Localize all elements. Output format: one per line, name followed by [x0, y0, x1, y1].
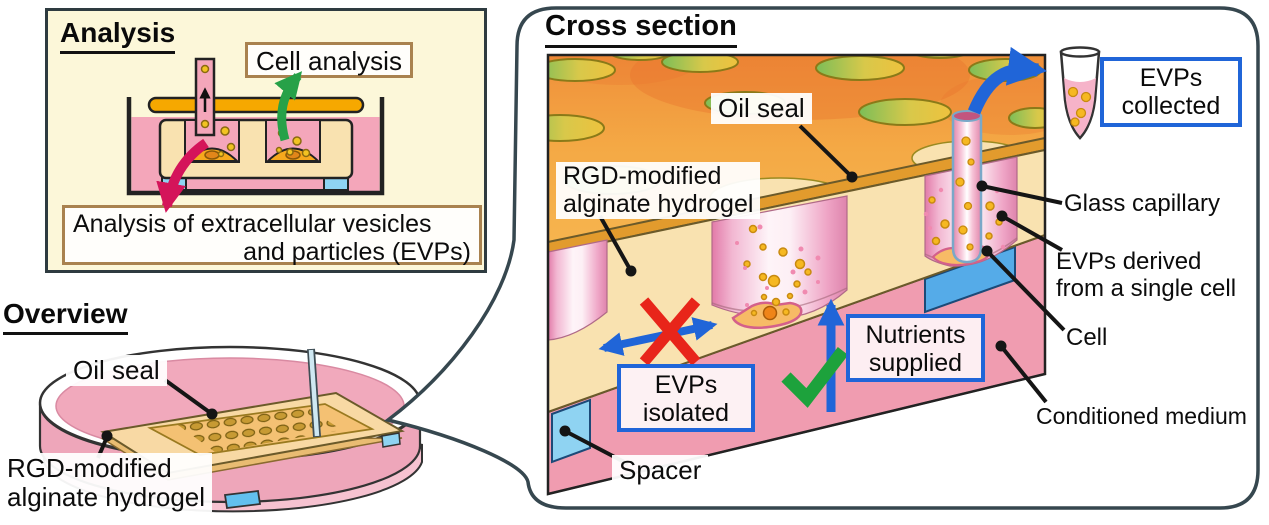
cs-oil-seal-label: Oil seal — [711, 93, 812, 124]
glass-capillary-label: Glass capillary — [1064, 190, 1221, 217]
overview-oil-seal-label: Oil seal — [66, 355, 167, 386]
check-mark-icon — [781, 347, 849, 408]
glass-capillary-mini — [308, 349, 320, 437]
overview-title: Overview — [3, 298, 128, 335]
evp-dots-capillary-cs — [955, 136, 975, 251]
cell-label: Cell — [1066, 324, 1108, 351]
pointer-dot — [206, 408, 218, 420]
evp-dots-gold — [743, 196, 1003, 317]
cs-pointer-dots — [559, 171, 1008, 437]
microwell-grid — [178, 406, 342, 452]
evp-collect-arrow-icon — [967, 46, 1048, 115]
collection-tube — [1059, 46, 1101, 140]
pointer-dot — [101, 430, 113, 442]
nutrients-supplied-box: Nutrients supplied — [846, 314, 985, 382]
well-1 — [547, 239, 608, 341]
glass-capillary-tube — [951, 114, 983, 264]
evp-analysis-box: Analysis of extracellular vesicles and p… — [62, 205, 482, 266]
analysis-title: Analysis — [60, 17, 176, 54]
analysis-panel: Analysis Cell analysis Analysis of extra… — [45, 8, 487, 273]
evp-analysis-arrow-icon — [156, 138, 209, 213]
oil-seal-bar — [147, 96, 365, 114]
spacer-left-cs — [551, 398, 591, 464]
analysis-device-illustration — [126, 57, 385, 213]
conditioned-medium-label: Conditioned medium — [1036, 403, 1247, 429]
spacer-right — [381, 432, 401, 448]
capillary-opening — [952, 110, 982, 122]
overview-hydrogel-label: RGD-modified alginate hydrogel — [0, 453, 213, 513]
cross-mark-icon — [639, 297, 701, 366]
nucleus-a — [204, 150, 220, 160]
evps-derived-label: EVPs derived from a single cell — [1056, 248, 1237, 302]
illustration-border — [546, 53, 1047, 496]
evp-blocked-arrow-icon — [598, 317, 718, 356]
evp-dots-capillary — [200, 64, 210, 129]
cross-section-title: Cross section — [545, 10, 737, 48]
cs-pointer-lines — [564, 124, 1066, 466]
spacer-front — [223, 490, 262, 509]
cell-analysis-box: Cell analysis — [245, 42, 413, 78]
cell-analysis-arrow-icon — [274, 71, 303, 142]
spacer-label: Spacer — [612, 455, 709, 486]
dish-walls — [126, 97, 385, 196]
evps-collected-box: EVPs collected — [1100, 57, 1242, 127]
cs-hydrogel-label: RGD-modified alginate hydrogel — [556, 162, 761, 219]
nucleus-well2 — [762, 305, 778, 321]
evps-isolated-box: EVPs isolated — [617, 364, 755, 432]
